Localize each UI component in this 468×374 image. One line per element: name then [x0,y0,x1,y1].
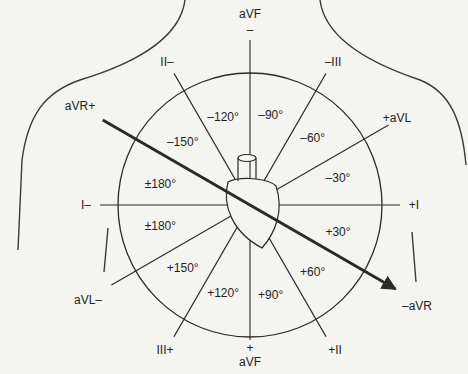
angle-label: –30° [325,172,352,185]
polarity-sign: + [245,342,254,355]
angle-label: +90° [257,288,284,301]
angle-label: –120° [206,111,240,124]
lead-name: II– [159,56,174,69]
lead-name: –aVR [401,300,433,313]
angle-label: –60° [299,131,326,144]
lead-name: aVF [238,8,262,21]
aorta-top [238,155,256,162]
lead-name: aVL– [73,294,103,307]
right-shoulder [320,0,466,165]
angle-label: +60° [299,266,326,279]
heart-outline [226,179,279,248]
angle-label: +30° [324,225,351,238]
angle-label: –90° [257,109,284,122]
left-arm [104,228,108,272]
lead-axes [100,40,400,340]
left-shoulder [18,0,185,250]
angle-label: –150° [166,136,200,149]
lead-name: –III [324,56,343,69]
lead-name: III+ [155,344,174,357]
lead-name: +II [327,344,343,357]
right-arm [412,232,416,282]
heart [226,155,279,249]
lead-name: I– [80,199,92,212]
lead-name: aVR+ [64,100,96,113]
lead-name: aVF [238,356,262,369]
angle-label: +150° [166,261,200,274]
lead-name: +aVL [382,112,412,125]
body-outline [18,0,466,282]
polarity-sign: – [246,24,255,37]
angle-label: ±180° [144,219,177,232]
axis-arrow [103,120,396,289]
angle-label: +120° [206,287,240,300]
angle-label: ±180° [144,178,177,191]
lead-name: +I [408,199,420,212]
